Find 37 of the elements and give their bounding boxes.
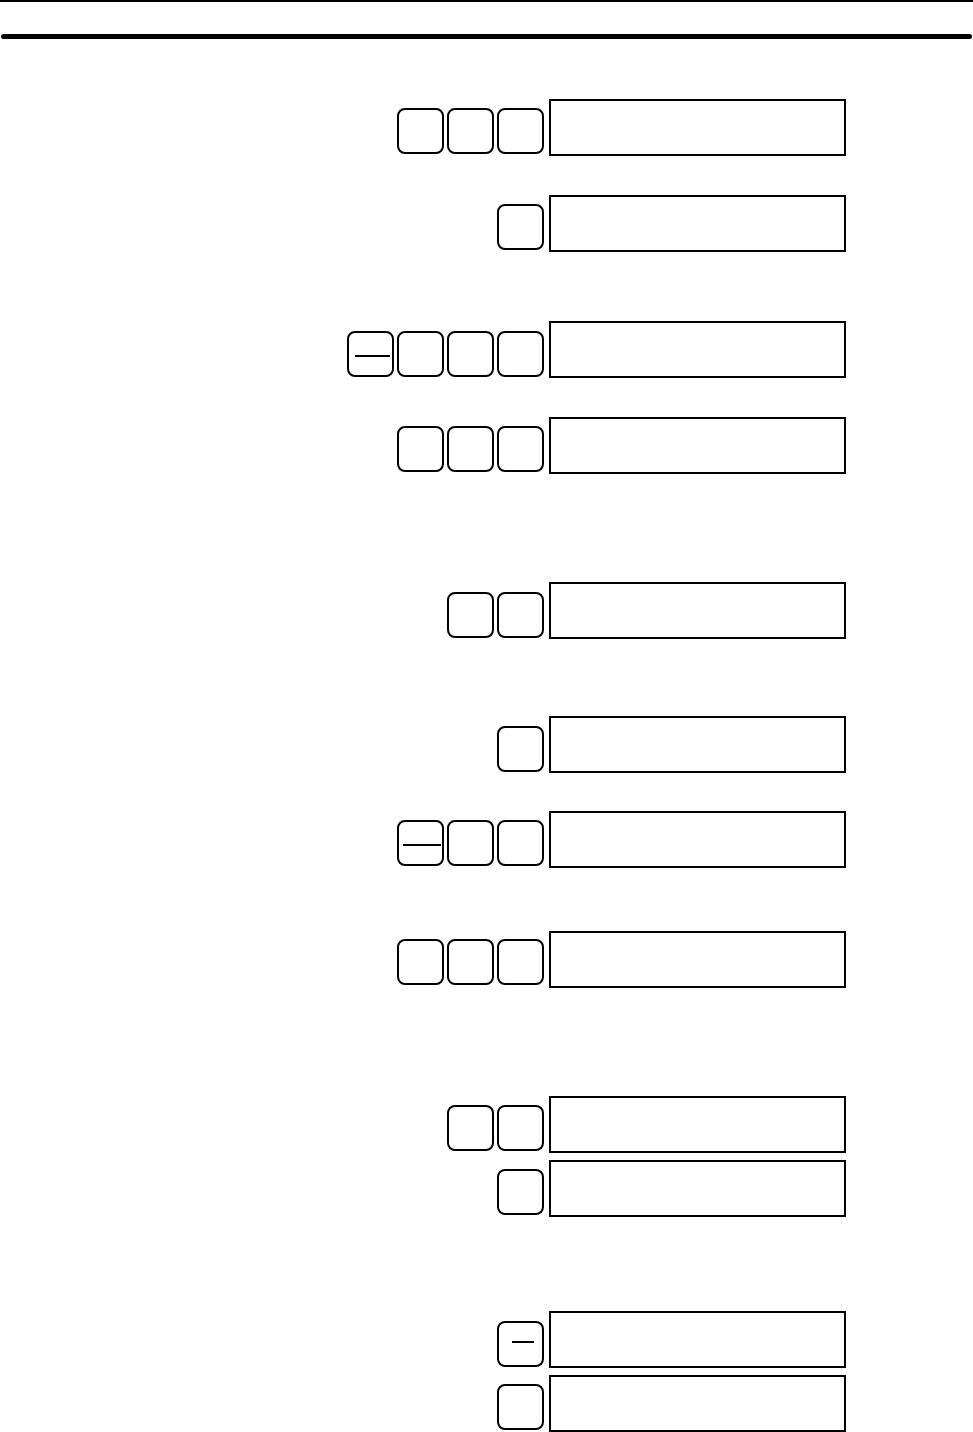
keypad-key — [497, 331, 544, 377]
keypad-key — [497, 726, 544, 772]
keypad-key — [397, 820, 444, 866]
keypad-key — [497, 592, 544, 638]
keypad-key — [447, 426, 494, 472]
keypad-key — [447, 1105, 494, 1151]
keypad-key — [397, 331, 444, 377]
keypad-key — [347, 331, 394, 377]
keypad-key — [497, 820, 544, 866]
keypad-key — [497, 1169, 544, 1215]
keypad-key — [497, 204, 544, 250]
keypad-key — [497, 108, 544, 154]
keypad-key — [447, 108, 494, 154]
keypad-key — [497, 426, 544, 472]
keypad-key — [397, 426, 444, 472]
display-screen — [549, 716, 846, 773]
display-screen — [549, 811, 846, 868]
display-screen — [549, 931, 846, 988]
display-screen — [549, 1311, 846, 1368]
keypad-key — [397, 939, 444, 985]
display-screen — [549, 1096, 846, 1153]
display-screen — [549, 1160, 846, 1217]
display-screen — [549, 582, 846, 639]
display-screen — [549, 321, 846, 378]
keypad-key — [447, 820, 494, 866]
keypad-key — [447, 331, 494, 377]
keypad-key — [497, 1384, 544, 1430]
keypad-key — [447, 592, 494, 638]
keypad-key — [397, 108, 444, 154]
keypad-key — [447, 939, 494, 985]
display-screen — [549, 99, 846, 156]
keypad-key — [497, 1105, 544, 1151]
display-screen — [549, 1375, 846, 1432]
keypad-key — [497, 939, 544, 985]
display-screen — [549, 417, 846, 474]
display-screen — [549, 195, 846, 252]
keypad-key — [497, 1321, 544, 1367]
